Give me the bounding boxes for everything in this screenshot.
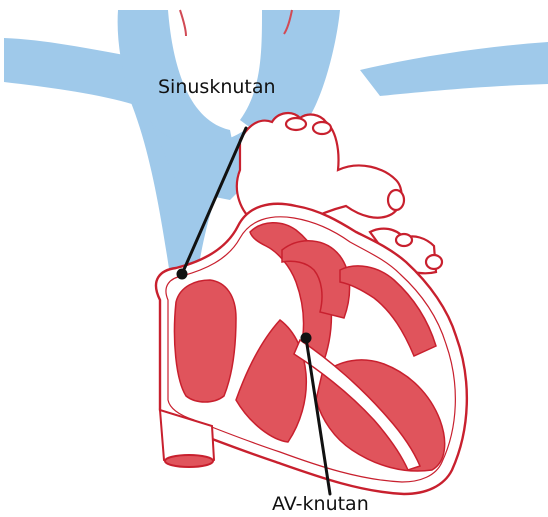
av-node-dot — [301, 333, 312, 344]
sinus-node-label: Sinusknutan — [158, 78, 276, 97]
sinus-node-dot — [177, 269, 188, 280]
av-node-label: AV-knutan — [272, 495, 369, 514]
